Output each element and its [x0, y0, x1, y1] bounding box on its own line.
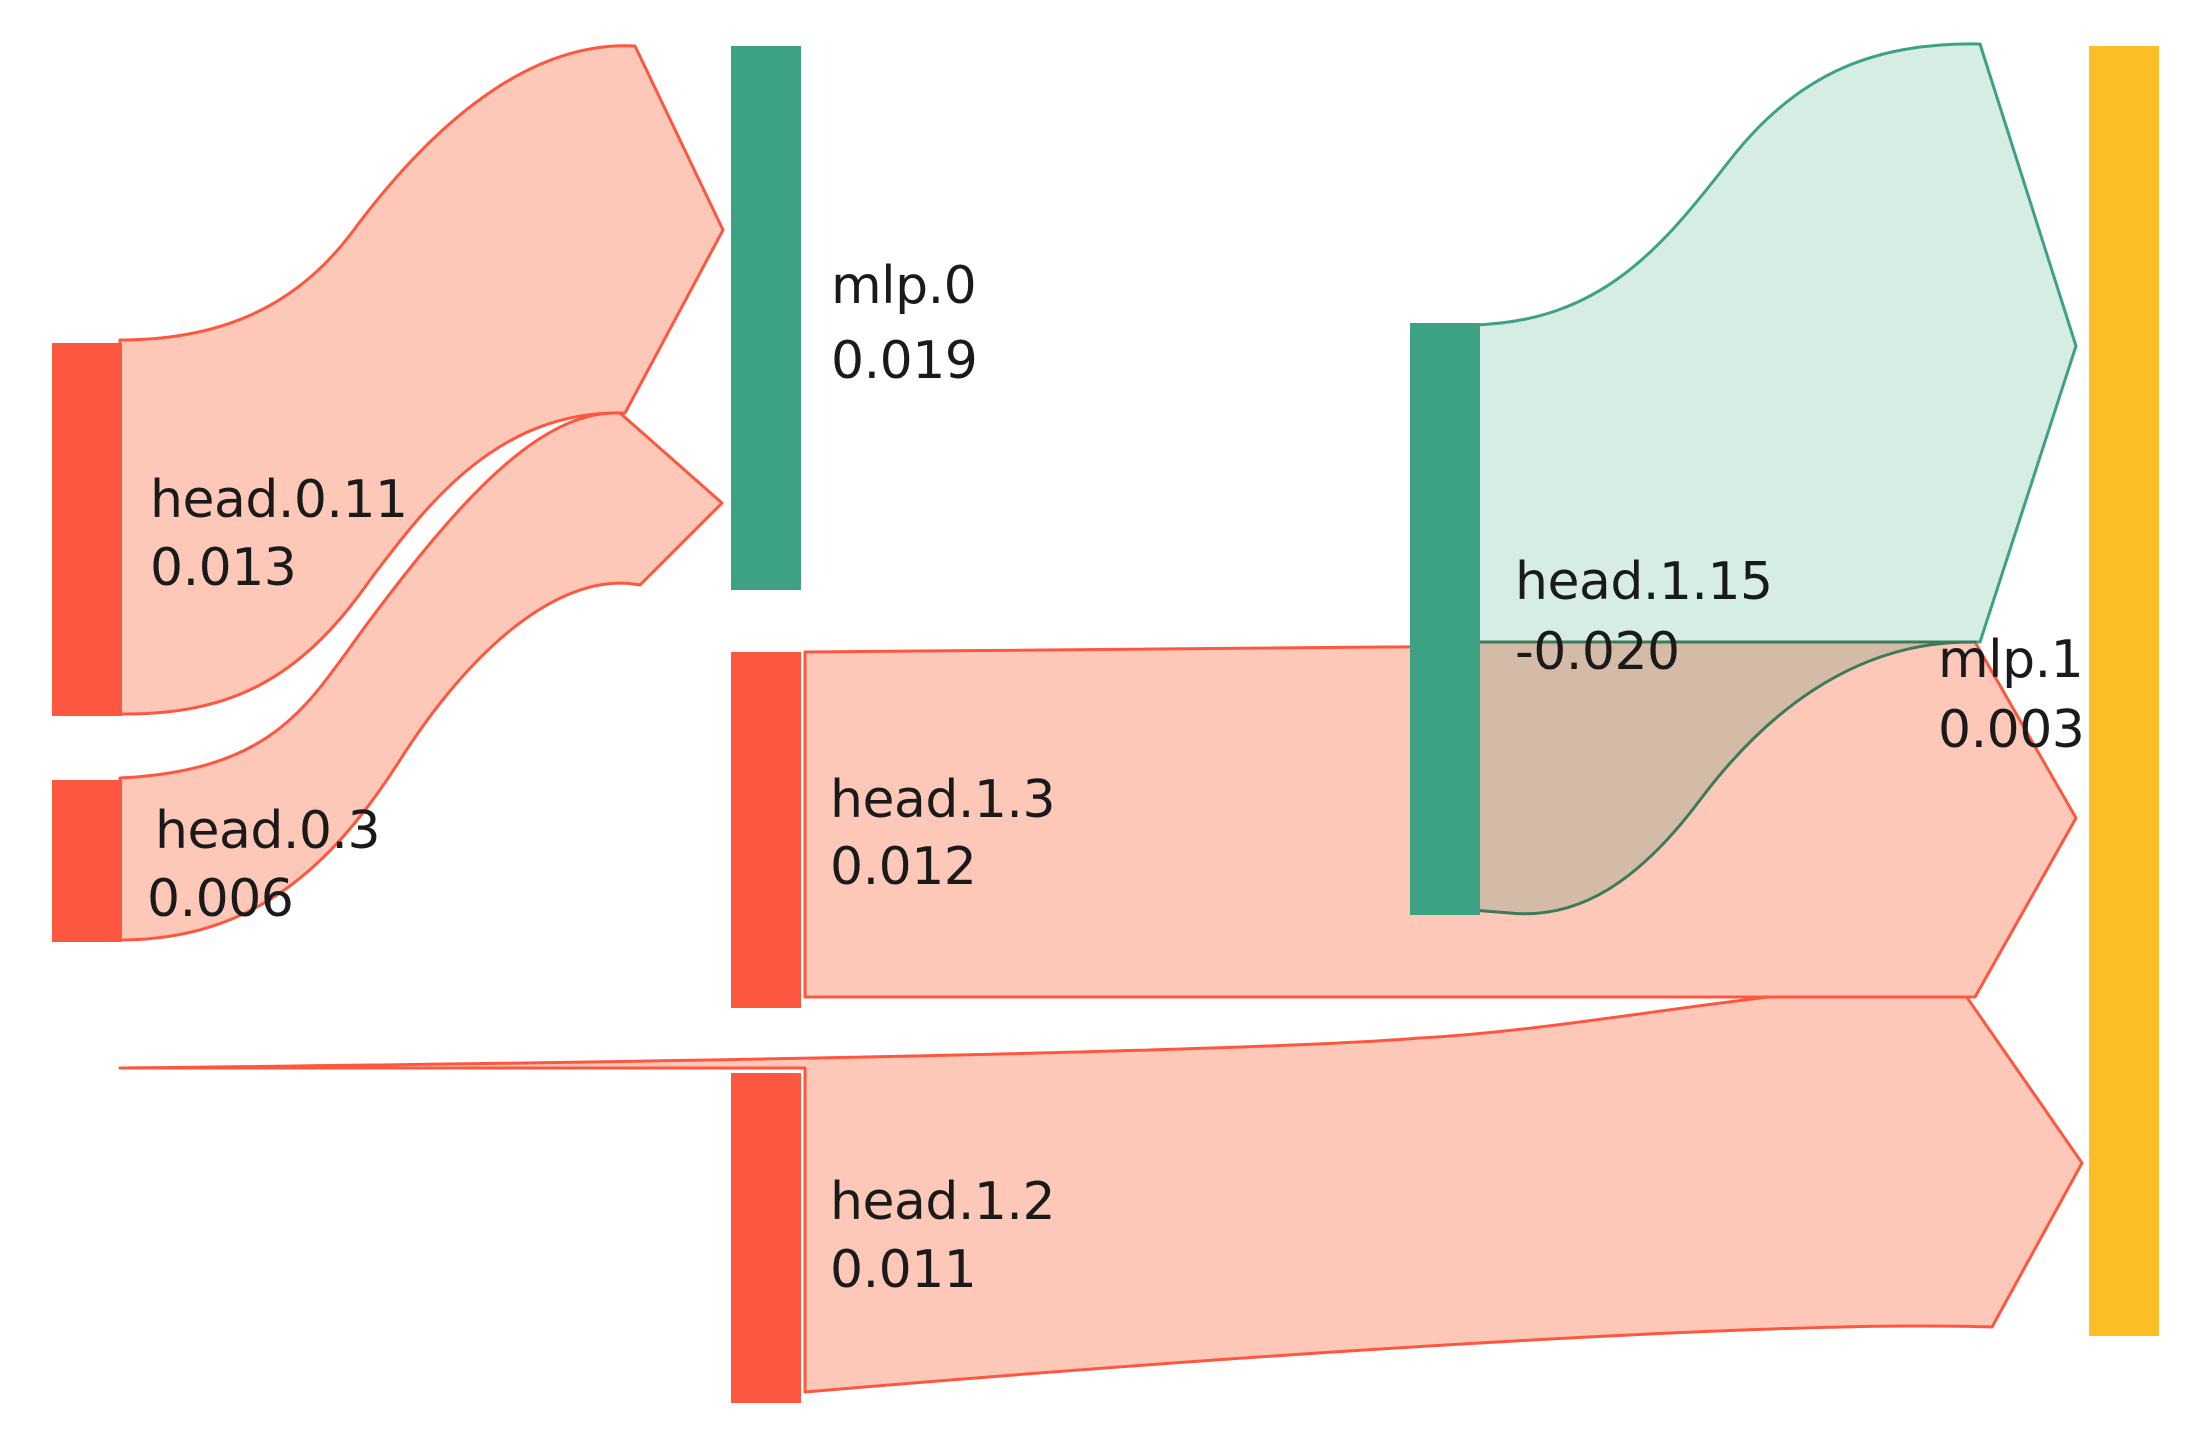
label-head-1-2-value: 0.011	[830, 1240, 976, 1300]
label-head-1-15-name: head.1.15	[1515, 552, 1773, 612]
label-mlp-1-value: 0.003	[1938, 700, 2084, 760]
flow-head-0-3-to-mlp-0[interactable]	[118, 411, 724, 942]
node-mlp-1[interactable]	[2089, 46, 2159, 1336]
label-head-1-2-name: head.1.2	[830, 1172, 1055, 1232]
node-head-0-11[interactable]	[52, 343, 122, 716]
label-layer: head.0.11 0.013 head.0.3 0.006 mlp.0 0.0…	[147, 256, 2085, 1300]
node-head-1-2[interactable]	[731, 1073, 801, 1403]
node-head-1-3[interactable]	[731, 652, 801, 1008]
label-head-0-11-value: 0.013	[150, 538, 296, 598]
label-mlp-0-value: 0.019	[831, 331, 977, 391]
node-head-1-15[interactable]	[1410, 323, 1480, 915]
label-head-0-3-value: 0.006	[147, 869, 293, 929]
label-mlp-0-name: mlp.0	[831, 256, 976, 316]
flow-layer	[118, 42, 2084, 1394]
label-head-1-3-value: 0.012	[830, 837, 976, 897]
label-head-1-3-name: head.1.3	[830, 770, 1055, 830]
node-mlp-0[interactable]	[731, 46, 801, 590]
label-head-0-3-name: head.0.3	[155, 801, 380, 861]
flow-head-1-15-to-mlp-1-positive[interactable]	[1470, 42, 2078, 644]
label-head-0-11-name: head.0.11	[150, 470, 408, 530]
label-head-1-15-value: -0.020	[1515, 622, 1680, 682]
label-mlp-1-name: mlp.1	[1938, 630, 2083, 690]
flow-head-0-11-to-mlp-0[interactable]	[118, 44, 725, 716]
flow-head-1-15-to-mlp-1-mixed[interactable]	[1470, 640, 1977, 916]
flow-head-1-2-to-mlp-1[interactable]	[118, 984, 2084, 1394]
node-head-0-3[interactable]	[52, 780, 122, 942]
node-layer	[52, 46, 2159, 1403]
